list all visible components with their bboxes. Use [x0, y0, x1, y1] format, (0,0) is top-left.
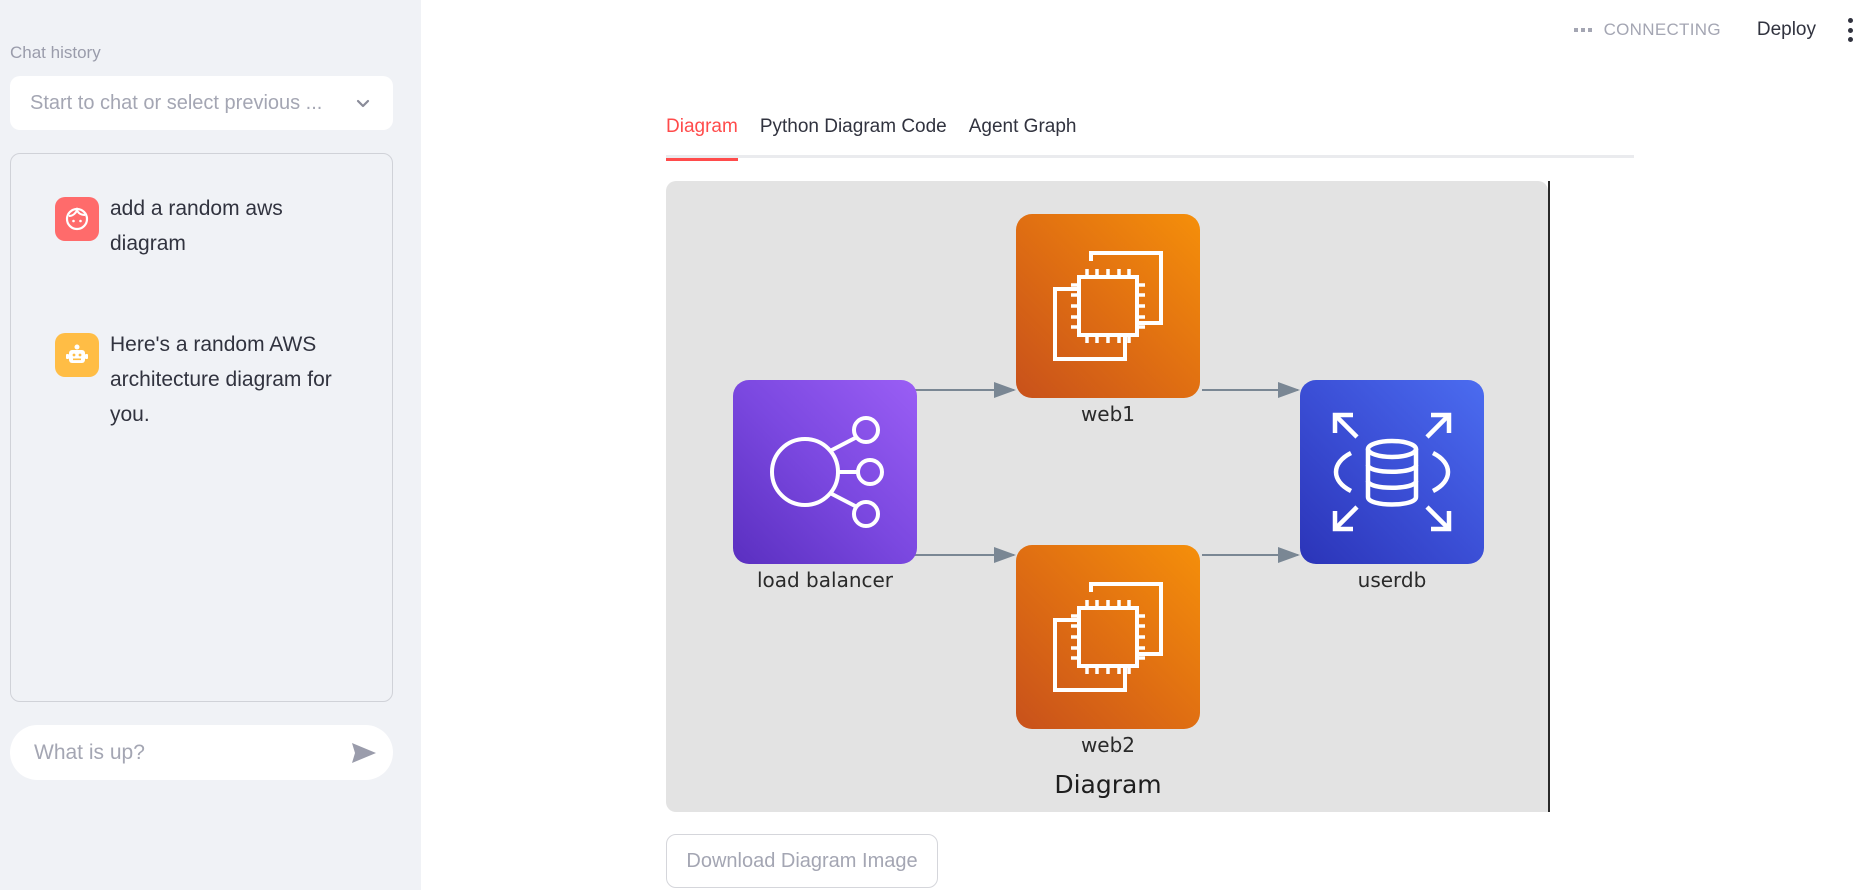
node-label-web2: web2 [1080, 733, 1136, 757]
send-icon [352, 742, 376, 763]
node-web1 [1016, 214, 1200, 398]
edge-lb-web2 [901, 547, 1016, 563]
chat-messages-container[interactable]: add a random aws diagram Here's a random… [10, 153, 393, 702]
send-button[interactable] [349, 738, 379, 768]
edge-web2-userdb [1202, 547, 1300, 563]
message-text: add a random aws diagram [110, 197, 283, 255]
message-text: Here's a random AWS architecture diagram… [110, 333, 332, 426]
node-label-load-balancer: load balancer [756, 568, 894, 592]
diagram-border [1548, 181, 1550, 812]
chat-input[interactable] [34, 740, 349, 765]
tab-agent-graph[interactable]: Agent Graph [968, 116, 1077, 137]
node-load-balancer [733, 380, 917, 564]
chat-message-assistant: Here's a random AWS architecture diagram… [55, 333, 340, 432]
node-label-web1: web1 [1080, 402, 1136, 426]
tab-python-diagram-code[interactable]: Python Diagram Code [759, 116, 947, 137]
user-face-icon [65, 206, 89, 231]
kebab-menu-icon[interactable] [1846, 18, 1854, 42]
status-text: CONNECTING [1603, 20, 1721, 39]
node-web2 [1016, 545, 1200, 729]
download-diagram-button[interactable]: Download Diagram Image [666, 834, 938, 888]
chat-history-label: Chat history [10, 43, 101, 62]
chat-history-select[interactable]: Start to chat or select previous ... [10, 76, 393, 130]
assistant-avatar [55, 333, 99, 377]
edge-web1-userdb [1202, 382, 1300, 398]
edge-lb-web1 [901, 382, 1016, 398]
user-avatar [55, 197, 99, 241]
chat-message-user: add a random aws diagram [55, 197, 340, 261]
chat-history-select-value: Start to chat or select previous ... [30, 91, 323, 114]
node-label-userdb: userdb [1357, 568, 1427, 592]
deploy-button[interactable]: Deploy [1756, 19, 1816, 40]
ec2-icon [1053, 251, 1163, 361]
connection-status: CONNECTING [1573, 20, 1721, 40]
top-bar: CONNECTING Deploy [1573, 0, 1862, 60]
node-userdb [1300, 380, 1484, 564]
chat-input-container [10, 725, 393, 780]
robot-icon [66, 344, 88, 363]
rds-icon [1332, 412, 1452, 532]
tab-diagram[interactable]: Diagram [666, 110, 738, 161]
ec2-icon [1053, 582, 1163, 692]
status-dots-icon [1573, 28, 1592, 32]
elb-icon [770, 416, 884, 528]
main-tabs: Diagram Python Diagram Code Agent Graph [666, 110, 1634, 161]
chevron-down-icon [356, 99, 370, 108]
diagram-title: Diagram [1054, 770, 1162, 799]
sidebar: Chat history Start to chat or select pre… [0, 0, 421, 890]
